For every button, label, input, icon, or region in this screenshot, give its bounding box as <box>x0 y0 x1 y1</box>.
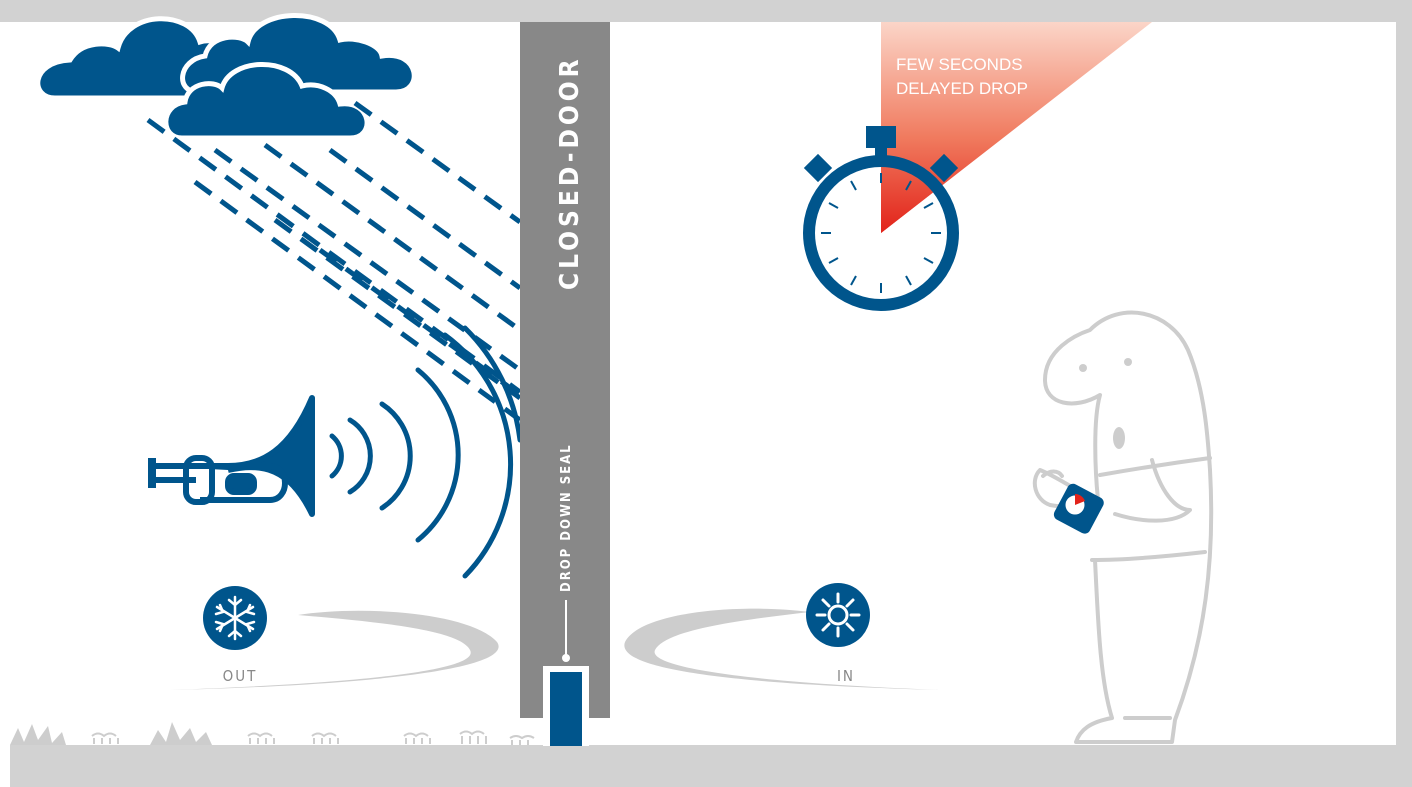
drop-down-seal <box>543 666 589 746</box>
inside-label: IN <box>837 667 855 685</box>
right-frame <box>1396 0 1412 787</box>
snowflake-icon <box>203 586 267 650</box>
floor <box>10 745 1412 787</box>
rain-clouds-icon <box>38 15 414 138</box>
sun-icon <box>806 583 870 647</box>
timer-caption-line2: DELAYED DROP <box>896 79 1028 98</box>
seal-label: DROP DOWN SEAL <box>559 443 574 592</box>
seal-leader-dot <box>562 654 570 662</box>
sound-waves <box>332 328 520 576</box>
grass-and-ants <box>10 722 534 745</box>
trumpet-icon <box>152 398 312 514</box>
outside-label: OUT <box>223 667 258 685</box>
door-title: CLOSED-DOOR <box>555 55 585 290</box>
waiting-person-figure <box>1035 313 1211 742</box>
person-face <box>1079 358 1132 449</box>
top-frame <box>0 0 1412 22</box>
rain-streaks <box>148 103 520 420</box>
inside-air-swirl <box>624 609 940 690</box>
timer-caption-line1: FEW SECONDS <box>896 55 1023 74</box>
delay-beam <box>881 22 1152 233</box>
